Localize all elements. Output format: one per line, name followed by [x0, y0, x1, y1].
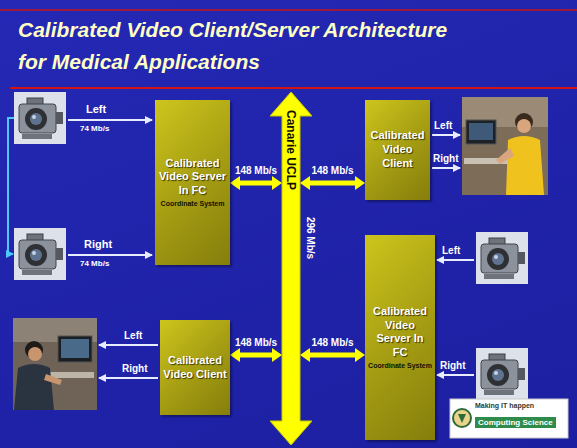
video-line [437, 259, 474, 261]
network-bus: Canarie UCLP296 Mb/s [282, 92, 300, 445]
arrow-head [272, 176, 282, 190]
channel-label: Left [86, 103, 106, 115]
channel-label: Right [433, 153, 459, 164]
bandwidth-label: 148 Mb/s [235, 165, 277, 176]
box-subtitle: Coordinate System [368, 362, 432, 370]
channel-label: Left [124, 330, 142, 341]
channel-label: Left [442, 245, 460, 256]
link-shaft [308, 181, 357, 186]
video-box: Calibrated Video Client [160, 320, 230, 415]
video-line [432, 134, 460, 136]
arrow-head [300, 176, 310, 190]
video-line [68, 119, 152, 121]
video-line [437, 374, 474, 376]
arrow-head [230, 176, 240, 190]
logo-text: Computing Science [475, 417, 556, 428]
video-box: Calibrated Video Client [365, 100, 430, 200]
rule-line [10, 87, 577, 89]
channel-label: Right [84, 238, 112, 250]
box-title: Calibrated Video Server In FC [368, 305, 432, 360]
bandwidth-label: 148 Mb/s [235, 337, 277, 348]
bandwidth-label: 74 Mb/s [80, 124, 109, 133]
link-shaft [308, 353, 357, 358]
operator-photo [462, 97, 548, 195]
box-title: Calibrated Video Client [368, 129, 427, 170]
bandwidth-label: 148 Mb/s [311, 337, 353, 348]
bus-shape [270, 92, 312, 445]
video-line [432, 167, 460, 169]
link-arrow [300, 176, 365, 190]
channel-label: Left [434, 120, 452, 131]
video-box: Calibrated Video Server In FC Coordinate … [155, 100, 230, 265]
camera-photo [476, 348, 528, 400]
bandwidth-label: 148 Mb/s [311, 165, 353, 176]
camera-photo [14, 228, 66, 280]
slide-title: Calibrated Video Client/Server Architect… [18, 14, 468, 78]
box-subtitle: Coordinate System [161, 200, 225, 208]
link-arrow [230, 176, 282, 190]
arrow-head [355, 176, 365, 190]
arrow-head [272, 348, 282, 362]
bandwidth-label: 74 Mb/s [80, 259, 109, 268]
network-name: Canarie UCLP [284, 110, 298, 190]
arrow-head [300, 348, 310, 362]
rule-line [0, 9, 577, 11]
video-line [99, 344, 158, 346]
link-shaft [238, 181, 274, 186]
bandwidth-label: 296 Mb/s [305, 217, 316, 259]
logo-text: Making IT happen [475, 402, 534, 409]
video-line [99, 377, 158, 379]
link-arrow [230, 348, 282, 362]
university-logo [450, 399, 568, 438]
arrow-head [230, 348, 240, 362]
channel-label: Right [122, 363, 148, 374]
operator-photo [13, 318, 97, 410]
channel-label: Right [440, 360, 466, 371]
video-box: Calibrated Video Server In FC Coordinate … [365, 235, 435, 440]
box-title: Calibrated Video Server In FC [158, 157, 227, 198]
camera-photo [14, 92, 66, 144]
video-line [68, 254, 152, 256]
link-shaft [238, 353, 274, 358]
camera-photo [476, 232, 528, 284]
arrow-head [355, 348, 365, 362]
link-arrow [300, 348, 365, 362]
box-title: Calibrated Video Client [163, 354, 227, 382]
